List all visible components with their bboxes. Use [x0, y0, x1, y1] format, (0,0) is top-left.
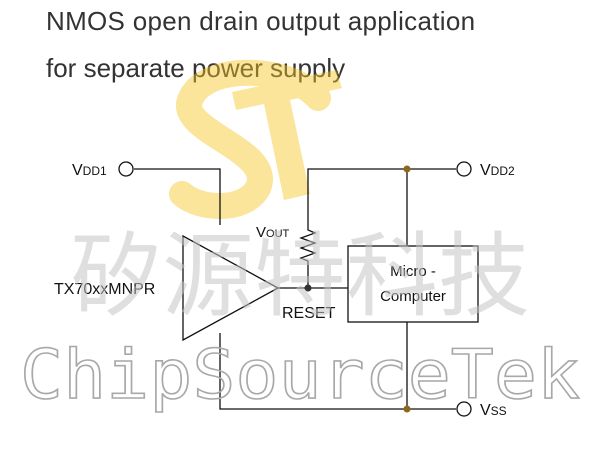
vss-terminal-icon [456, 401, 472, 417]
reset-label: RESET [282, 305, 336, 322]
vdd2-label: VDD2 [480, 162, 515, 179]
vdd1-wire [134, 168, 221, 225]
vss-label: VSS [480, 402, 507, 419]
micro-label-line2: Computer [380, 288, 446, 305]
junction-dot-vss [403, 405, 411, 413]
pullup-resistor [299, 225, 317, 262]
chip-gnd-wire [219, 333, 456, 410]
st-logo-watermark: ® [169, 59, 342, 219]
junction-dot-output [304, 284, 312, 292]
title-line-2: for separate power supply [46, 53, 346, 83]
junction-dot-vdd2 [403, 165, 411, 173]
chinese-watermark: 矽源特科技 [70, 223, 530, 330]
wires [134, 168, 456, 410]
microcomputer-box [347, 245, 479, 323]
vdd2-rail [307, 168, 456, 225]
english-watermark: ChipSourceTek [20, 336, 580, 415]
title-line-1: NMOS open drain output application [46, 6, 476, 36]
micro-label-line1: Micro - [390, 263, 436, 280]
vdd1-terminal-icon [118, 161, 134, 177]
detector-triangle [182, 234, 280, 342]
vdd2-terminal-icon [456, 161, 472, 177]
vout-label: VOUT [256, 224, 290, 241]
vdd1-label: VDD1 [72, 162, 107, 179]
chip-label: TX70xxMNPR [54, 281, 155, 298]
svg-text:®: ® [332, 69, 340, 81]
